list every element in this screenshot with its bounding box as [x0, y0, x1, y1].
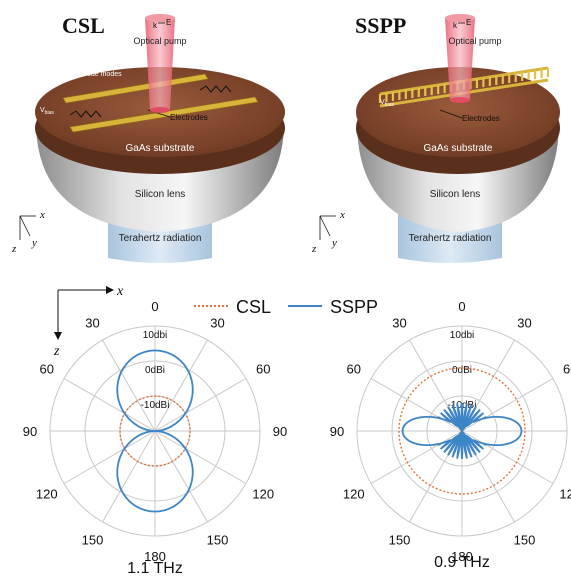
svg-text:y: y [331, 237, 337, 249]
sspp-pattern [116, 349, 194, 513]
electrodes-label: Electrodes [170, 113, 208, 122]
bottom-axes-indicator: x z [53, 284, 124, 359]
csl-device-illustration: CSL Terahertz radiation Silicon lens GaA… [11, 13, 285, 263]
tl-mode-wave-right [199, 85, 232, 93]
tl-mode-wave-left [69, 110, 102, 118]
polar-angle-label: 30 [210, 316, 224, 331]
electrodes-label: Electrodes [462, 114, 500, 123]
polar-chart-1-1thz: 0 30 60 90 120 150 180 150 120 90 60 30 10dbi 0dBi -10… [23, 299, 287, 564]
polar-angle-label: 0 [458, 299, 465, 314]
radiation-label: Terahertz radiation [119, 233, 202, 244]
e-field-label: E [166, 18, 171, 27]
tl-modes-label-right: TL electrode modes [190, 63, 252, 70]
polar-angle-label: 60 [563, 362, 571, 377]
pump-beam-top [145, 14, 175, 22]
polar-angle-label: 60 [256, 362, 270, 377]
polar-angle-label: 150 [514, 532, 536, 547]
legend-csl-label: CSL [236, 297, 271, 317]
polar-angle-label: 30 [517, 316, 531, 331]
pump-beam-spot [150, 107, 170, 113]
polar-radial-label: 0dBi [145, 365, 165, 376]
svg-text:z: z [11, 243, 17, 255]
polar-angle-label: 0 [151, 299, 158, 314]
polar-radial-label: 10dbi [143, 330, 167, 341]
polar-angle-label: 120 [559, 487, 571, 502]
svg-text:y: y [31, 237, 37, 249]
tl-modes-label-left: TL electrode modes [60, 71, 122, 78]
electrodes-leader-line [439, 109, 463, 119]
polar-angle-label: 120 [343, 487, 365, 502]
substrate-label: GaAs substrate [126, 143, 195, 154]
polar-grid-spoke [154, 430, 208, 523]
sspp-title: SSPP [355, 13, 406, 38]
polar-angle-label: 90 [330, 424, 344, 439]
lens-label: Silicon lens [135, 189, 186, 200]
radiation-label: Terahertz radiation [409, 233, 492, 244]
optical-pump-label: Optical pump [448, 36, 501, 46]
polar-angle-label: 60 [40, 362, 54, 377]
legend: CSL SSPP [194, 297, 378, 317]
polar-angle-label: 150 [82, 532, 104, 547]
sspp-axes-indicator: x y z [311, 209, 345, 255]
polar-radial-label: 0dBi [452, 365, 472, 376]
polar-angle-label: 120 [36, 487, 58, 502]
optical-pump-label: Optical pump [133, 36, 186, 46]
substrate-label: GaAs substrate [424, 143, 493, 154]
legend-sspp-label: SSPP [330, 297, 378, 317]
polar-angle-label: 120 [252, 487, 274, 502]
polar-angle-label: 180 [144, 549, 166, 564]
sspp-device-illustration: SSPP Terahertz radiation Silicon lens Ga… [311, 13, 560, 263]
vbias-label: Vbias [40, 107, 54, 116]
polar-angle-label: 60 [347, 362, 361, 377]
lens-label: Silicon lens [430, 189, 481, 200]
polar-radial-label: 10dbi [450, 330, 474, 341]
polar-grid-spoke [63, 430, 156, 484]
polar-grid-spoke [102, 430, 156, 523]
csl-pattern [398, 367, 526, 495]
polar-grid-spoke [370, 430, 463, 484]
csl-title: CSL [62, 13, 105, 38]
polar-grid-spoke [461, 378, 554, 432]
polar-grid-spoke [154, 339, 208, 432]
axis-x-label: x [116, 284, 124, 299]
polar-grid-spoke [154, 430, 247, 484]
polar-angle-label: 30 [392, 316, 406, 331]
polar-angle-label: 30 [85, 316, 99, 331]
polar-chart-0-9thz: 030609012015018015012090603010dbi0dBi-10… [330, 299, 571, 564]
vbias-label: Vbias [380, 99, 394, 108]
polar-grid-spoke [370, 378, 463, 432]
e-field-label: E [466, 18, 471, 27]
polar-grid-spoke [461, 430, 554, 484]
csl-pattern [119, 395, 191, 467]
polar-angle-label: 180 [451, 549, 473, 564]
optical-pump-beam [145, 18, 175, 110]
electrode-bottom [69, 96, 259, 133]
polar-angle-label: 150 [389, 532, 411, 547]
wave-vector-k: k [153, 21, 158, 30]
polar-chart-title: 0.9 THz [434, 554, 490, 571]
sspp-pattern [401, 402, 523, 460]
svg-text:x: x [39, 209, 45, 221]
polar-grid-spoke [102, 339, 156, 432]
pump-beam-top [445, 14, 475, 22]
optical-pump-beam [445, 18, 475, 100]
pump-beam-spot [450, 97, 470, 103]
polar-angle-label: 90 [23, 424, 37, 439]
csl-axes-indicator: x y z [11, 209, 45, 255]
polar-grid-spoke [63, 378, 156, 432]
polar-chart-title: 1.1 THz [127, 560, 183, 576]
svg-text:x: x [339, 209, 345, 221]
axis-z-label: z [53, 344, 60, 359]
wave-vector-k: k [453, 21, 458, 30]
polar-grid-spoke [154, 378, 247, 432]
polar-angle-label: 150 [207, 532, 229, 547]
polar-angle-label: 90 [273, 424, 287, 439]
svg-text:z: z [311, 243, 317, 255]
polar-radial-label: -10dBi [141, 400, 170, 411]
